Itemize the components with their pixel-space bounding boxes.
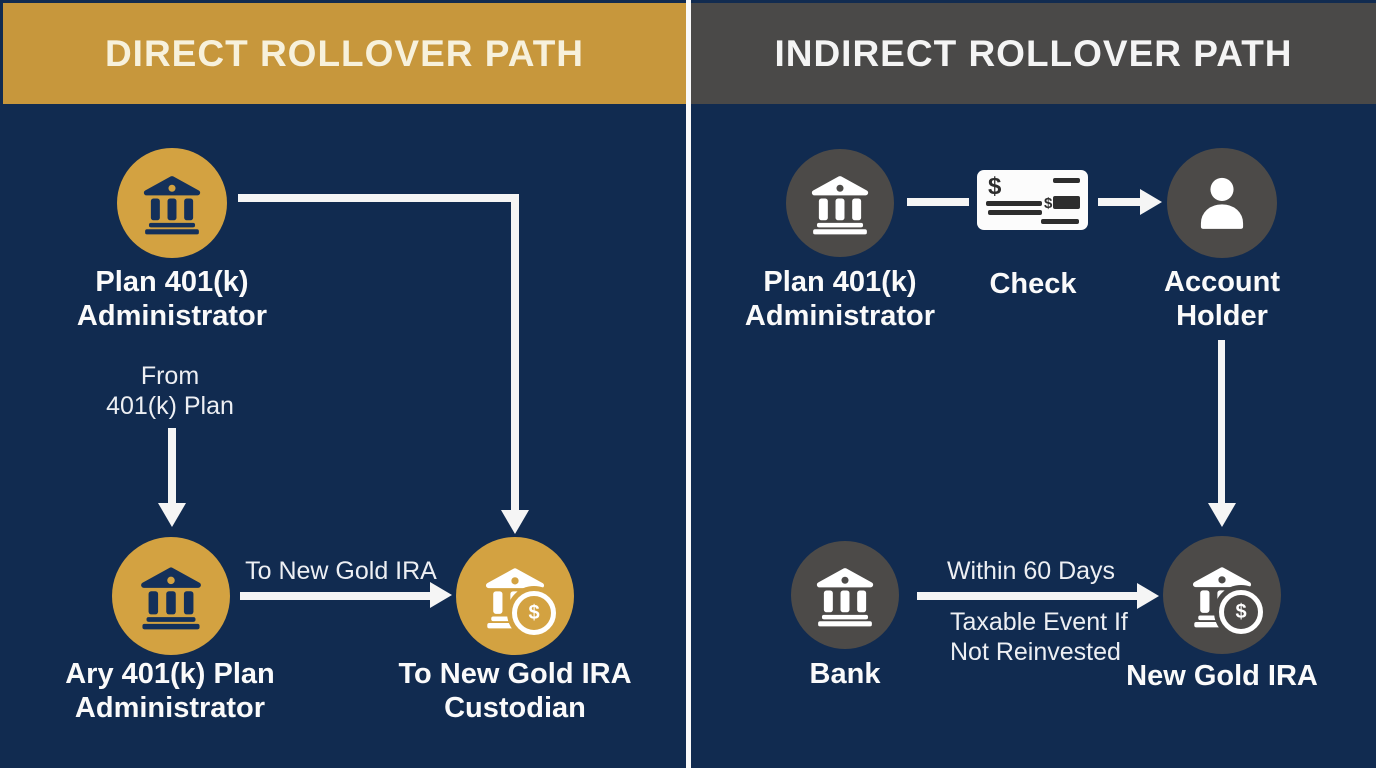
bank-icon	[141, 567, 201, 630]
holder-to-ira-arrowhead-icon	[1208, 503, 1236, 527]
direct-right-arrowhead-icon	[430, 582, 452, 608]
account-holder-label: Account Holder	[1164, 266, 1280, 332]
direct-right-arrow-line	[240, 592, 432, 600]
to-new-gold-ira-note: To New Gold IRA	[245, 557, 437, 585]
new-gold-ira-node: $	[1163, 536, 1281, 654]
admin-to-check-line	[907, 198, 969, 206]
direct-elbow-line-vertical	[511, 194, 519, 512]
direct-down-arrow-line	[168, 428, 176, 505]
check-to-holder-arrowhead-icon	[1140, 189, 1162, 215]
dollar-coin-icon: $	[512, 591, 556, 635]
within-60-days-note: Within 60 Days	[946, 557, 1116, 585]
any-401k-plan-administrator-label: Ary 401(k) Plan Administrator	[65, 658, 275, 724]
direct-elbow-line-horizontal	[238, 194, 517, 202]
taxable-event-note: Taxable Event If Not Reinvested	[950, 608, 1128, 666]
direct-rollover-header: DIRECT ROLLOVER PATH	[3, 3, 686, 104]
bank-label: Bank	[809, 658, 881, 690]
from-401k-plan-note: From 401(k) Plan	[106, 362, 234, 420]
person-icon	[1200, 177, 1244, 229]
indirect-rollover-header: INDIRECT ROLLOVER PATH	[691, 3, 1376, 104]
new-gold-ira-custodian-label: To New Gold IRA Custodian	[398, 658, 632, 724]
check-icon: $ $	[977, 170, 1088, 230]
holder-to-ira-arrow-line	[1218, 340, 1225, 505]
plan-administrator-label-indirect: Plan 401(k) Administrator	[744, 266, 936, 332]
check-to-holder-arrow-line	[1098, 198, 1142, 206]
check-label: Check	[989, 268, 1077, 300]
dollar-coin-icon: $	[1219, 590, 1263, 634]
bank-to-ira-arrowhead-icon	[1137, 583, 1159, 609]
direct-elbow-arrowhead-icon	[501, 510, 529, 534]
bank-icon	[143, 176, 201, 235]
account-holder-node	[1167, 148, 1277, 258]
new-gold-ira-label: New Gold IRA	[1126, 660, 1318, 692]
plan-administrator-node-direct	[117, 148, 227, 258]
bank-node	[791, 541, 899, 649]
panel-divider	[686, 0, 691, 768]
bank-icon	[811, 176, 869, 235]
any-401k-plan-administrator-node	[112, 537, 230, 655]
plan-administrator-node-indirect	[786, 149, 894, 257]
direct-down-arrowhead-icon	[158, 503, 186, 527]
new-gold-ira-custodian-node: $	[456, 537, 574, 655]
indirect-rollover-title: INDIRECT ROLLOVER PATH	[774, 32, 1293, 74]
plan-administrator-label-direct: Plan 401(k) Administrator	[76, 266, 268, 332]
bank-to-ira-arrow-line	[917, 592, 1139, 600]
direct-rollover-title: DIRECT ROLLOVER PATH	[104, 32, 585, 74]
bank-icon	[816, 568, 874, 627]
